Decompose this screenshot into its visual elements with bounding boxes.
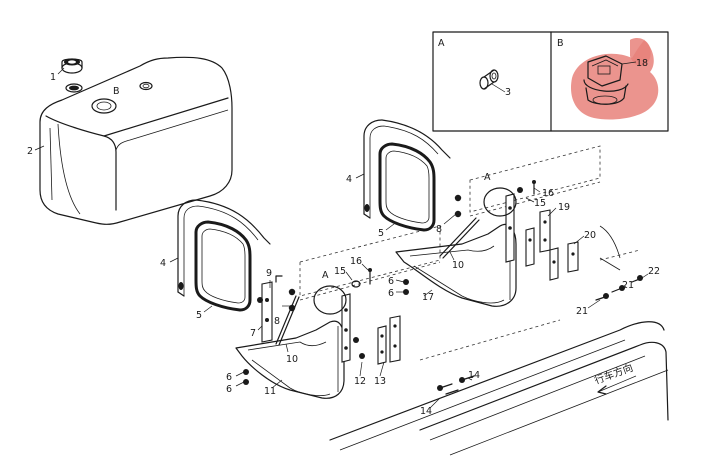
fuel-sender-part: 18	[583, 55, 648, 105]
callout-11: 11	[264, 386, 276, 397]
view-a-label: A	[438, 38, 445, 49]
left-bracket-assembly: A	[177, 199, 409, 399]
callout-19: 19	[558, 202, 570, 213]
callout-8-right: 8	[436, 224, 442, 235]
callout-21-b: 21	[622, 280, 634, 291]
callout-1: 1	[50, 72, 56, 83]
callout-9: 9	[266, 268, 272, 279]
callout-14-a: 14	[420, 406, 432, 417]
callout-leaders	[169, 173, 649, 409]
cap-seal-ring	[65, 83, 83, 93]
fuel-cap	[61, 58, 83, 74]
frame-bolts	[437, 275, 643, 395]
callout-10-left: 10	[286, 354, 298, 365]
driving-direction-indicator: 行车方向	[593, 361, 637, 395]
callout-5-left: 5	[196, 310, 202, 321]
callout-8-left: 8	[274, 316, 280, 327]
bracket-detail-a-marker: A	[322, 270, 329, 281]
right-bracket-assembly: A	[363, 119, 579, 307]
bracket-detail-a2-marker: A	[484, 172, 491, 183]
callout-15-right: 15	[534, 198, 546, 209]
chassis-frame-rail	[299, 145, 669, 456]
callout-5-right: 5	[378, 228, 384, 239]
fuel-tank: B 1 2	[27, 56, 233, 225]
callout-6-b: 6	[226, 384, 232, 395]
callout-numbers: 4 4 5 5 6 6 6 6 7 8 8 9 10 10 11 12 13 1…	[160, 174, 660, 417]
callout-7: 7	[250, 328, 256, 339]
callout-2: 2	[27, 146, 33, 157]
callout-16-left: 16	[350, 256, 362, 267]
callout-12: 12	[354, 376, 366, 387]
driving-direction-text: 行车方向	[593, 361, 635, 387]
callout-15-left: 15	[334, 266, 346, 277]
callout-21-a: 21	[576, 306, 588, 317]
callout-6-c: 6	[388, 276, 394, 287]
bushing-part: 3	[479, 69, 511, 98]
callout-17: 17	[422, 292, 434, 303]
callout-14-b: 14	[468, 370, 480, 381]
callout-16-right: 16	[542, 188, 554, 199]
callout-4-right: 4	[346, 174, 352, 185]
callout-4-left: 4	[160, 258, 166, 269]
callout-22: 22	[648, 266, 660, 277]
callout-20: 20	[584, 230, 596, 241]
tank-detail-b-marker: B	[113, 86, 120, 97]
view-b-label: B	[557, 38, 564, 49]
callout-18: 18	[636, 58, 648, 69]
callout-3: 3	[505, 87, 511, 98]
callout-6-d: 6	[388, 288, 394, 299]
fuel-sender-highlight	[570, 38, 659, 120]
callout-6-a: 6	[226, 372, 232, 383]
callout-13: 13	[374, 376, 386, 387]
callout-10-right: 10	[452, 260, 464, 271]
detail-views-panel: A B 3 18	[432, 31, 669, 132]
